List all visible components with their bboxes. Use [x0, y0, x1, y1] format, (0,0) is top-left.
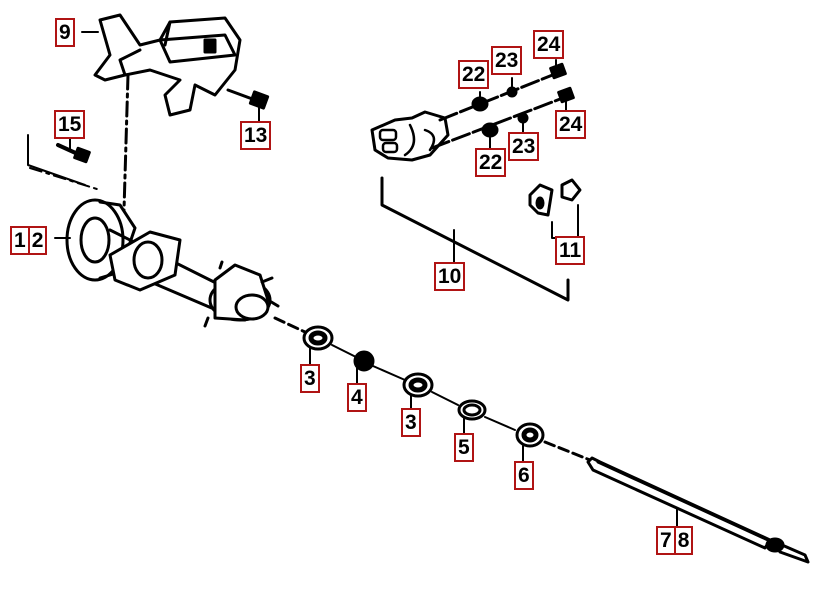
callout-12-right: 2 — [27, 228, 46, 253]
callout-22-bottom: 22 — [475, 148, 507, 177]
ring-5-part — [457, 399, 487, 421]
bolt-bottom-part — [430, 86, 575, 150]
callout-4: 4 — [347, 383, 367, 412]
callout-11: 11 — [555, 236, 586, 265]
shift-fork-part — [93, 13, 242, 117]
callout-23-top: 23 — [491, 46, 523, 75]
callout-5: 5 — [454, 433, 474, 462]
callout-22-top: 22 — [458, 60, 490, 89]
bearing-3b-part — [402, 372, 434, 398]
pads-11-part — [528, 178, 582, 239]
callout-3-first: 3 — [300, 364, 320, 393]
callout-15: 15 — [54, 110, 86, 139]
bearing-3a-part — [302, 325, 334, 351]
callout-10: 10 — [434, 262, 466, 291]
shaft-78-part — [586, 456, 810, 564]
bearing-6-part — [515, 422, 545, 448]
callout-78-left: 7 — [660, 529, 672, 552]
callout-6: 6 — [514, 461, 534, 490]
shaft-assembly-part — [65, 198, 280, 328]
callout-3-second: 3 — [401, 408, 421, 437]
callout-78-right: 8 — [673, 528, 692, 553]
callout-24-top: 24 — [533, 30, 565, 59]
bolt-top-part — [438, 59, 567, 122]
callout-9: 9 — [55, 18, 75, 47]
callout-12-left: 1 — [14, 229, 26, 252]
callout-13: 13 — [240, 121, 272, 150]
collar-4-part — [353, 350, 375, 372]
bolt-13-part — [226, 88, 270, 123]
callout-24-bottom: 24 — [555, 110, 587, 139]
bracket-10-part — [370, 110, 450, 162]
bolt-15-part — [27, 134, 101, 191]
callout-23-bottom: 23 — [508, 132, 540, 161]
